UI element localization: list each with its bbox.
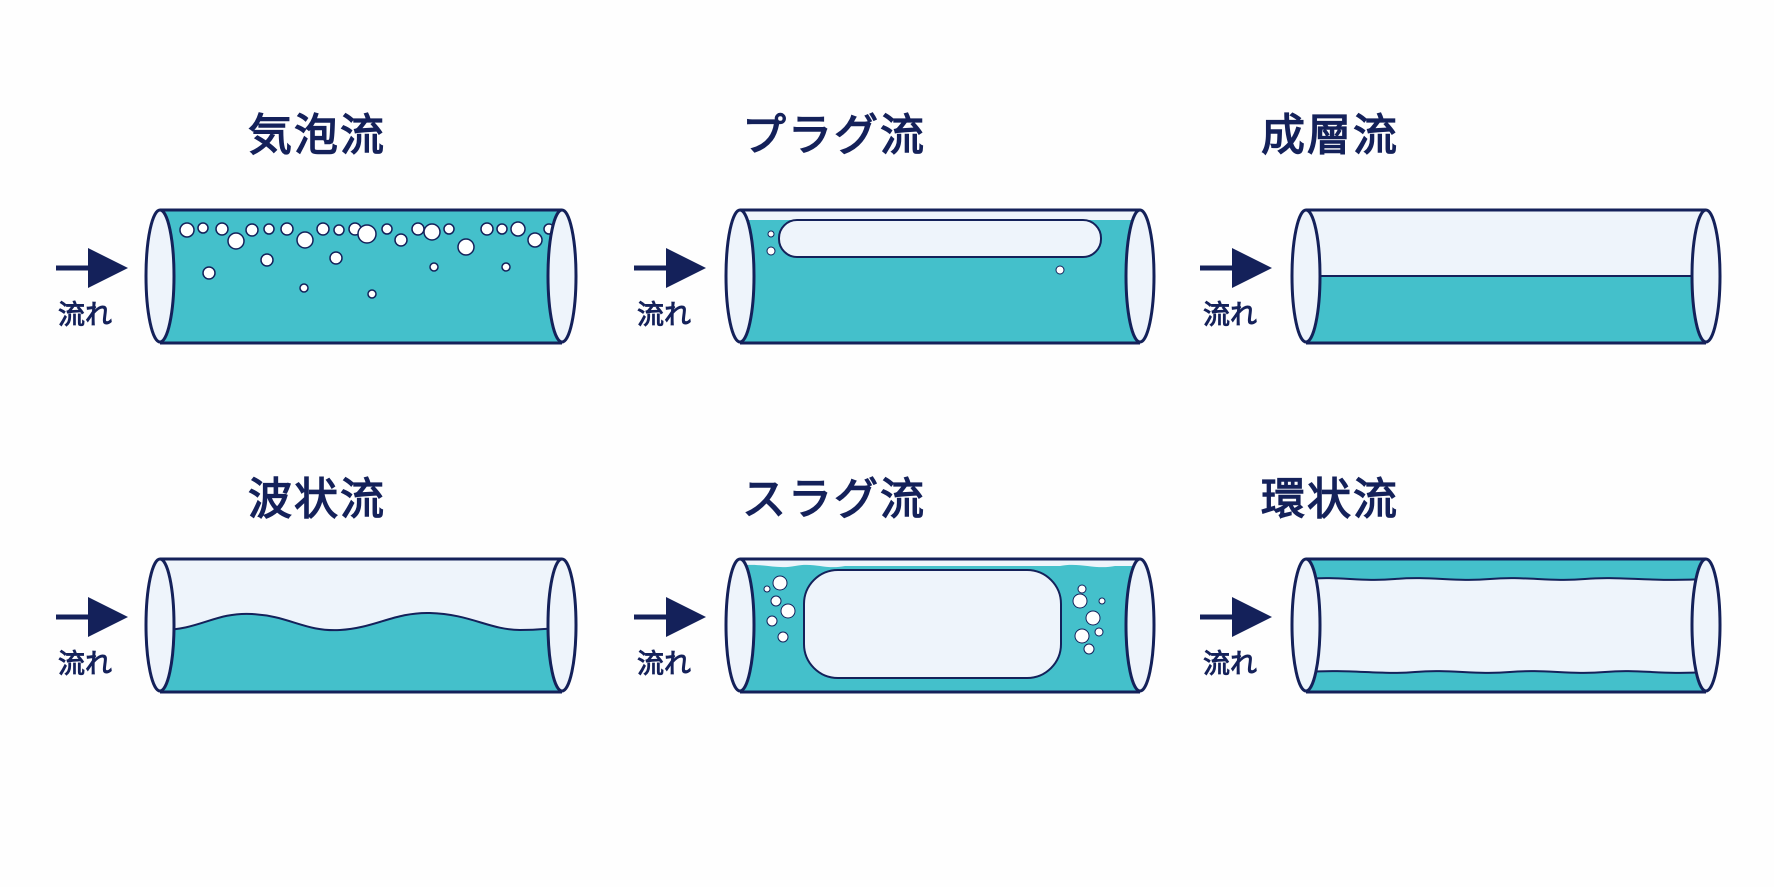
- flow-label-stratified: 流れ: [1203, 300, 1257, 331]
- pipe-plug-flow: [634, 208, 1156, 345]
- flow-label-annular: 流れ: [1203, 649, 1257, 680]
- pipe-annular-flow: [1200, 557, 1722, 694]
- panel-title-wavy: 波状流: [248, 474, 386, 525]
- liquid-region: [161, 611, 562, 692]
- flow-label-wavy: 流れ: [58, 649, 112, 680]
- panel-title-slug: スラグ流: [742, 474, 926, 525]
- liquid-region: [1306, 276, 1707, 343]
- panel-title-annular: 環状流: [1261, 474, 1399, 525]
- gas-plug: [778, 219, 1102, 258]
- bubbles: [763, 575, 1106, 655]
- panel-title-plug: プラグ流: [742, 110, 926, 161]
- pipe-slug-flow: [634, 557, 1156, 694]
- gas-slug: [803, 569, 1062, 679]
- flow-label-bubble: 流れ: [58, 300, 112, 331]
- pipe-wavy-flow: [56, 557, 578, 694]
- flow-label-slug: 流れ: [637, 649, 691, 680]
- panel-title-stratified: 成層流: [1261, 110, 1399, 161]
- panel-title-bubble: 気泡流: [248, 110, 386, 161]
- bubbles: [766, 230, 1065, 275]
- bubbles: [179, 221, 555, 299]
- pipe-bubble-flow: [56, 208, 578, 345]
- pipe-stratified-flow: [1200, 208, 1722, 345]
- gas-core: [1306, 577, 1707, 674]
- flow-label-plug: 流れ: [637, 300, 691, 331]
